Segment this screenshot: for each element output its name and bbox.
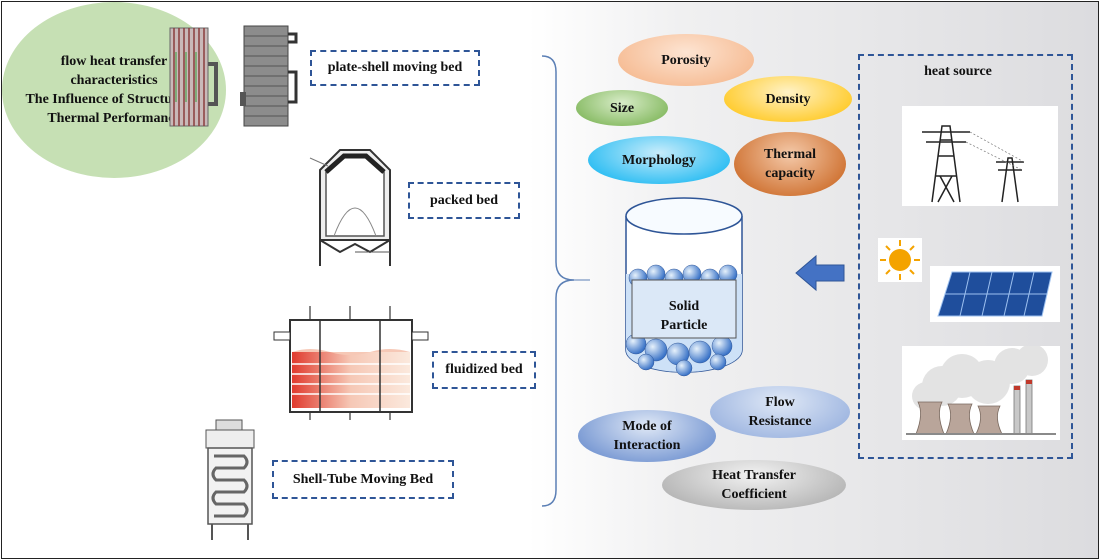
porosity-ellipse: Porosity <box>618 34 754 86</box>
htc-text-1: Heat Transfer <box>712 468 796 483</box>
mode-text-2: Interaction <box>613 438 681 453</box>
thermal-text-1: Thermal <box>763 147 817 162</box>
fluidized-bed-text: fluidized bed <box>445 362 523 377</box>
solid-particle-text-2: Particle <box>660 318 708 333</box>
packed-bed-label: packed bed <box>408 182 520 219</box>
heat-transfer-coefficient-ellipse: Heat Transfer Coefficient <box>662 460 846 510</box>
density-ellipse: Density <box>724 76 852 122</box>
mode-of-interaction-ellipse: Mode of Interaction <box>578 410 716 462</box>
solid-particle-cylinder <box>625 197 743 377</box>
morphology-text: Morphology <box>622 152 696 168</box>
mode-text-1: Mode of <box>622 419 672 434</box>
solid-particle-text-1: Solid <box>668 299 700 314</box>
topic-line-2: characteristics <box>70 73 158 88</box>
left-arrow-icon <box>795 254 845 292</box>
solar-panel-icon <box>930 266 1060 322</box>
sun-icon <box>878 238 922 282</box>
fluidized-bed-illustration <box>273 306 429 420</box>
packed-bed-text: packed bed <box>429 192 499 208</box>
plate-stack-icon <box>169 27 218 127</box>
fluidized-bed-label: fluidized bed <box>432 351 536 389</box>
plate-shell-label: plate-shell moving bed <box>310 50 480 86</box>
htc-text-2: Coefficient <box>721 487 787 502</box>
shell-tube-illustration <box>205 419 255 540</box>
topic-line-4: Thermal Performance <box>47 111 181 126</box>
power-tower-icon <box>902 106 1058 206</box>
heat-source-title: heat source <box>924 64 992 79</box>
heat-source-panel: heat source <box>858 54 1073 459</box>
topic-line-3: The Influence of Structure on <box>25 92 203 107</box>
curly-brace <box>541 55 590 507</box>
solid-particle-label: Solid Particle <box>632 288 736 344</box>
flow-resistance-text-2: Resistance <box>748 414 812 429</box>
density-text: Density <box>765 91 811 107</box>
shell-tube-text: Shell-Tube Moving Bed <box>292 471 434 487</box>
power-plant-icon <box>902 346 1060 440</box>
plate-shell-3d-icon <box>240 25 298 127</box>
flow-resistance-ellipse: Flow Resistance <box>710 386 850 438</box>
morphology-ellipse: Morphology <box>588 136 730 184</box>
thermal-text-2: capacity <box>765 166 815 181</box>
size-ellipse: Size <box>576 90 668 126</box>
topic-line-1: flow heat transfer <box>60 54 168 69</box>
packed-bed-illustration <box>309 149 391 266</box>
plate-shell-illustration <box>169 25 298 127</box>
size-text: Size <box>609 100 635 116</box>
thermal-capacity-ellipse: Thermal capacity <box>734 132 846 196</box>
plate-shell-text: plate-shell moving bed <box>327 60 463 75</box>
flow-resistance-text-1: Flow <box>765 395 795 410</box>
porosity-text: Porosity <box>661 52 711 68</box>
shell-tube-label: Shell-Tube Moving Bed <box>272 460 454 499</box>
